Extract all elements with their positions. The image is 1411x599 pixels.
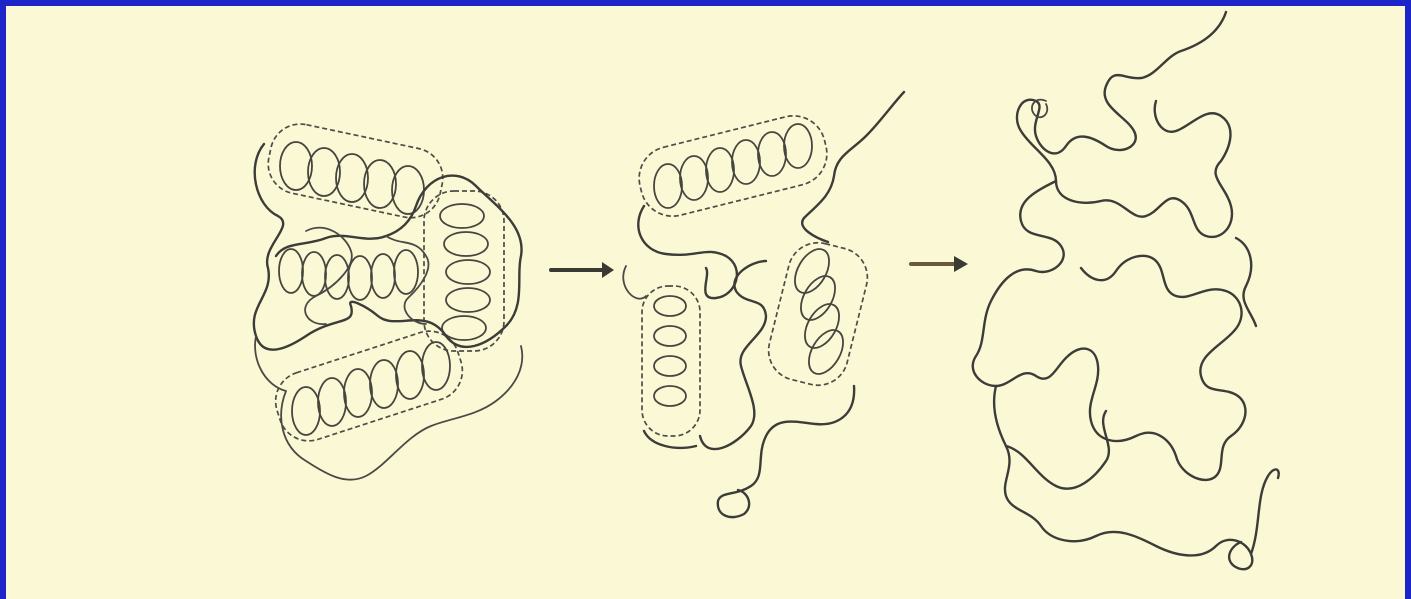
helix-bottom: [292, 342, 450, 435]
intermediate-protein: [623, 92, 904, 517]
helix-middle: [279, 249, 418, 300]
unfolded-protein: [973, 12, 1279, 569]
helix-right-2: [788, 243, 850, 380]
helix-left: [654, 296, 686, 406]
arrow-1: [551, 262, 614, 278]
helix-box-left: [642, 286, 700, 436]
protein-denaturation-diagram: [6, 6, 1411, 599]
helix-top: [280, 142, 424, 214]
helix-box-right-2: [762, 236, 873, 391]
helix-right: [440, 204, 490, 340]
native-protein: [254, 118, 522, 479]
arrow-2: [911, 256, 968, 272]
helix-upper: [654, 124, 812, 208]
helix-box-top: [263, 118, 449, 223]
